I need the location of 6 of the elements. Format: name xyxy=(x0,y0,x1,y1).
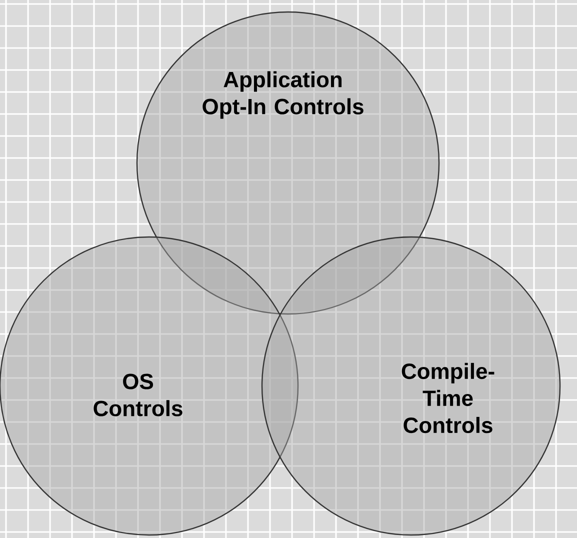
venn-circle xyxy=(0,236,299,536)
venn-circle xyxy=(261,236,561,536)
circle-label: Compile-Time Controls xyxy=(402,362,494,434)
venn-circle xyxy=(136,11,440,315)
circle-label: OS Controls xyxy=(94,374,182,416)
circle-label: Application Opt-In Controls xyxy=(202,71,364,119)
